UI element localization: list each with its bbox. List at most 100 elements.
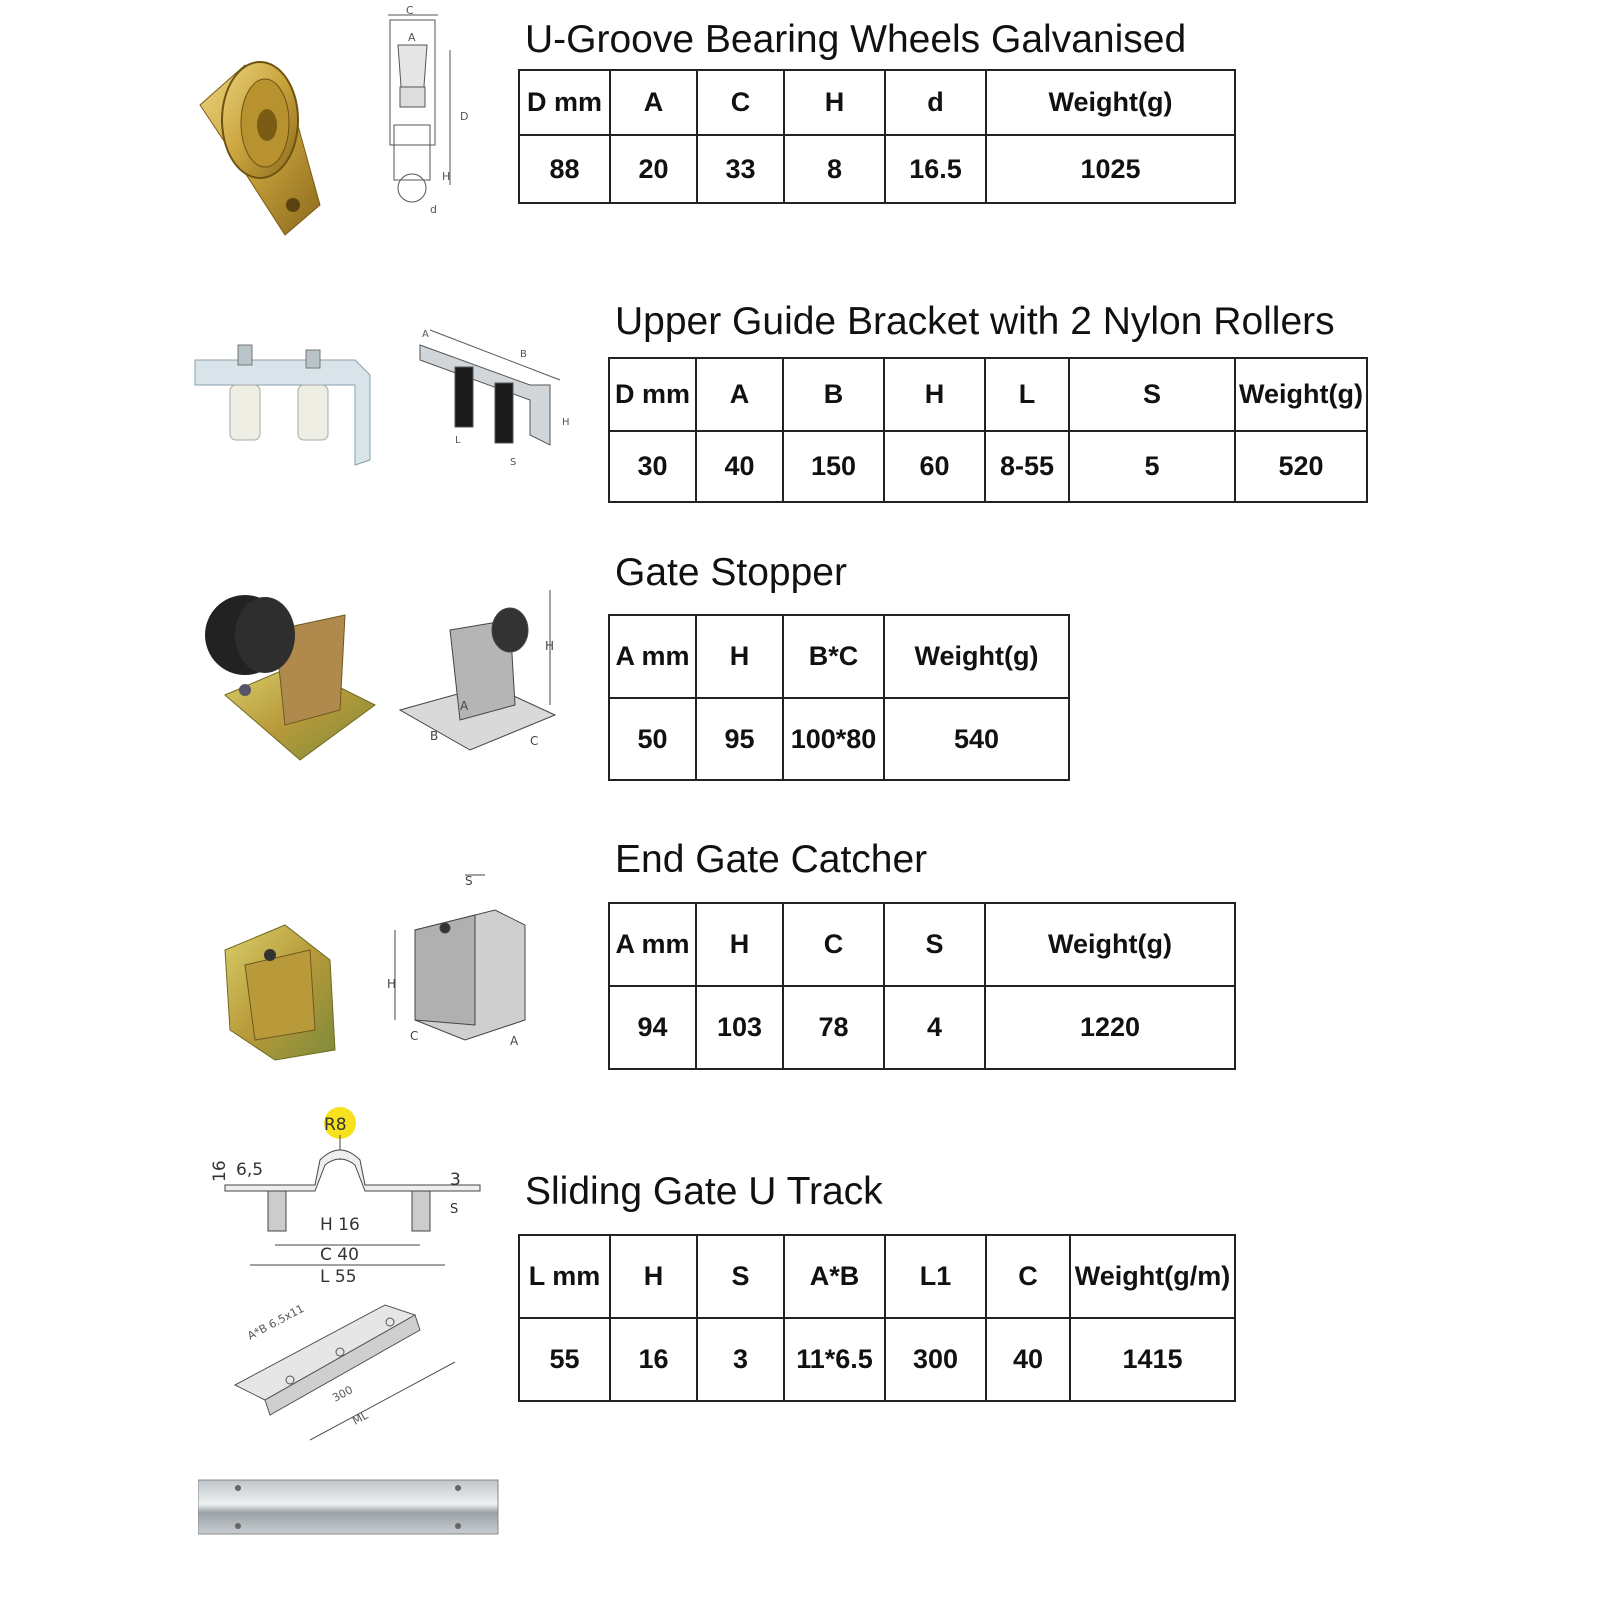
header-cell: C	[782, 902, 885, 987]
wheel-drawing: C A D H d	[380, 5, 490, 220]
spec-table-track: L mm H S A*B L1 C Weight(g/m) 55 16 3 11…	[518, 1234, 1236, 1402]
bracket-label-l: L	[455, 435, 461, 446]
header-cell: A mm	[608, 614, 697, 699]
track-label-3: 3	[450, 1170, 461, 1190]
track-profile-drawing: R8 16 6,5 3 S H 16 C 40 L 55	[200, 1105, 490, 1290]
table-header-row: L mm H S A*B L1 C Weight(g/m)	[518, 1234, 1236, 1319]
wheel-label-h: H	[442, 170, 450, 183]
track-label-h16: H 16	[320, 1215, 360, 1235]
header-cell: L1	[884, 1234, 987, 1319]
wheel-label-d-small: d	[430, 203, 437, 216]
wheel-photo	[185, 45, 330, 240]
table-header-row: A mm H C S Weight(g)	[608, 902, 1236, 987]
wheel-label-d: D	[460, 110, 468, 123]
header-cell: D mm	[608, 357, 697, 432]
value-cell: 300	[884, 1317, 987, 1402]
header-cell: H	[695, 902, 784, 987]
header-cell: C	[985, 1234, 1071, 1319]
header-cell: L mm	[518, 1234, 611, 1319]
catcher-label-c: C	[410, 1029, 418, 1043]
wheel-label-a: A	[408, 31, 416, 44]
value-cell: 30	[608, 430, 697, 503]
header-cell: H	[609, 1234, 698, 1319]
table-value-row: 88 20 33 8 16.5 1025	[518, 134, 1236, 204]
bracket-label-s: S	[510, 457, 516, 468]
track-iso-label-ml: ML	[350, 1408, 371, 1427]
value-cell: 8	[783, 134, 886, 204]
track-iso-label-ab: A*B 6.5x11	[245, 1302, 306, 1343]
spec-table-catcher: A mm H C S Weight(g) 94 103 78 4 1220	[608, 902, 1236, 1070]
value-cell: 78	[782, 985, 885, 1070]
track-iso-label-300: 300	[330, 1383, 355, 1404]
header-cell: H	[695, 614, 784, 699]
track-label-r8: R8	[324, 1115, 347, 1135]
value-cell: 50	[608, 697, 697, 781]
value-cell: 4	[883, 985, 986, 1070]
table-value-row: 94 103 78 4 1220	[608, 985, 1236, 1070]
value-cell: 40	[695, 430, 784, 503]
value-cell: 33	[696, 134, 785, 204]
header-cell: D mm	[518, 69, 611, 136]
catcher-label-a: A	[510, 1034, 519, 1048]
track-label-l55: L 55	[320, 1267, 357, 1287]
wheel-label-c: C	[406, 5, 414, 17]
header-cell: S	[883, 902, 986, 987]
header-cell: S	[696, 1234, 785, 1319]
stopper-label-a: A	[460, 699, 469, 713]
section-title-track: Sliding Gate U Track	[525, 1170, 883, 1213]
value-cell: 16.5	[884, 134, 987, 204]
section-title-wheels: U-Groove Bearing Wheels Galvanised	[525, 18, 1187, 61]
track-iso-drawing: A*B 6.5x11 300 ML	[230, 1300, 465, 1450]
value-cell: 520	[1234, 430, 1368, 503]
value-cell: 94	[608, 985, 697, 1070]
value-cell: 55	[518, 1317, 611, 1402]
header-cell: Weight(g/m)	[1069, 1234, 1236, 1319]
value-cell: 20	[609, 134, 698, 204]
bracket-photo	[190, 330, 385, 470]
track-label-s: S	[450, 1202, 458, 1217]
value-cell: 100*80	[782, 697, 885, 781]
header-cell: S	[1068, 357, 1236, 432]
section-title-bracket: Upper Guide Bracket with 2 Nylon Rollers	[615, 300, 1335, 343]
stopper-photo	[200, 590, 380, 765]
header-cell: d	[884, 69, 987, 136]
stopper-label-h: H	[545, 639, 554, 653]
value-cell: 95	[695, 697, 784, 781]
value-cell: 1025	[985, 134, 1236, 204]
catcher-drawing: S H C A	[385, 870, 550, 1065]
header-cell: Weight(g)	[1234, 357, 1368, 432]
stopper-label-b: B	[430, 729, 438, 743]
value-cell: 150	[782, 430, 885, 503]
track-label-16: 16	[210, 1160, 230, 1182]
bracket-label-b: B	[520, 349, 527, 360]
catcher-photo	[210, 910, 360, 1070]
section-title-catcher: End Gate Catcher	[615, 838, 928, 881]
value-cell: 8-55	[984, 430, 1070, 503]
table-value-row: 30 40 150 60 8-55 5 520	[608, 430, 1368, 503]
header-cell: H	[883, 357, 986, 432]
header-cell: Weight(g)	[883, 614, 1070, 699]
header-cell: L	[984, 357, 1070, 432]
header-cell: H	[783, 69, 886, 136]
value-cell: 11*6.5	[783, 1317, 886, 1402]
value-cell: 540	[883, 697, 1070, 781]
header-cell: B	[782, 357, 885, 432]
header-cell: Weight(g)	[984, 902, 1236, 987]
header-cell: A mm	[608, 902, 697, 987]
value-cell: 40	[985, 1317, 1071, 1402]
stopper-drawing: H A B C	[390, 585, 575, 775]
value-cell: 16	[609, 1317, 698, 1402]
track-photo	[198, 1478, 500, 1538]
table-value-row: 55 16 3 11*6.5 300 40 1415	[518, 1317, 1236, 1402]
table-header-row: D mm A C H d Weight(g)	[518, 69, 1236, 136]
table-header-row: A mm H B*C Weight(g)	[608, 614, 1070, 699]
bracket-drawing: A B L S H	[410, 325, 575, 475]
value-cell: 60	[883, 430, 986, 503]
spec-table-wheels: D mm A C H d Weight(g) 88 20 33 8 16.5 1…	[518, 69, 1236, 204]
value-cell: 88	[518, 134, 611, 204]
table-value-row: 50 95 100*80 540	[608, 697, 1070, 781]
stopper-label-c: C	[530, 734, 538, 748]
spec-table-bracket: D mm A B H L S Weight(g) 30 40 150 60 8-…	[608, 357, 1368, 503]
header-cell: Weight(g)	[985, 69, 1236, 136]
value-cell: 3	[696, 1317, 785, 1402]
